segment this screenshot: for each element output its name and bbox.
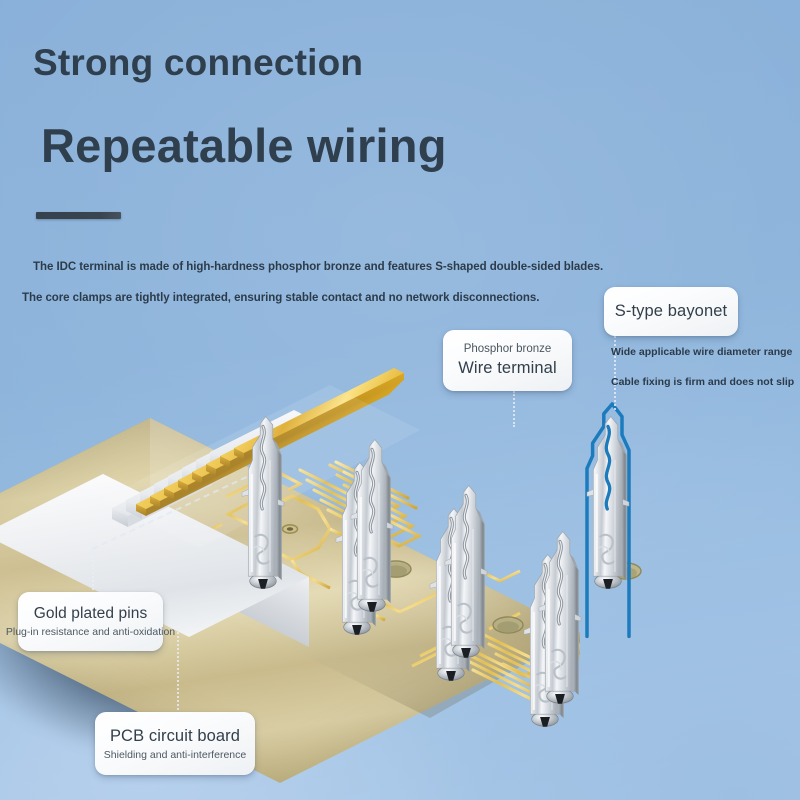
callout-subtitle: Shielding and anti-interference [103,748,247,761]
callout-s-type-bayonet[interactable]: S-type bayonet [604,287,738,336]
callout-bayonet-detail-2: Cable fixing is firm and does not slip [611,376,795,388]
callout-subtitle: Plug-in resistance and anti-oxidation [5,626,176,638]
callout-title: Wire terminal [458,359,557,377]
terminal-highlighted [585,402,631,639]
headline-primary: Strong connection [33,42,364,83]
body-text-line-1: The IDC terminal is made of high-hardnes… [33,261,604,273]
accent-bar [36,212,121,219]
callout-bayonet-detail-1: Wide applicable wire diameter range [611,346,793,358]
callout-title: S-type bayonet [614,302,728,320]
callout-subtitle: Phosphor bronze [463,343,552,355]
body-text-line-2: The core clamps are tightly integrated, … [22,292,540,304]
callout-gold-plated-pins[interactable]: Gold plated pins Plug-in resistance and … [6,592,175,651]
headline-secondary: Repeatable wiring [41,119,447,172]
mounting-hole [610,562,642,580]
callout-title: Gold plated pins [33,605,148,622]
callout-title: PCB circuit board [109,726,241,745]
callout-pcb-circuit-board[interactable]: PCB circuit board Shielding and anti-int… [95,712,255,775]
callout-wire-terminal[interactable]: Phosphor bronze Wire terminal [443,330,572,391]
